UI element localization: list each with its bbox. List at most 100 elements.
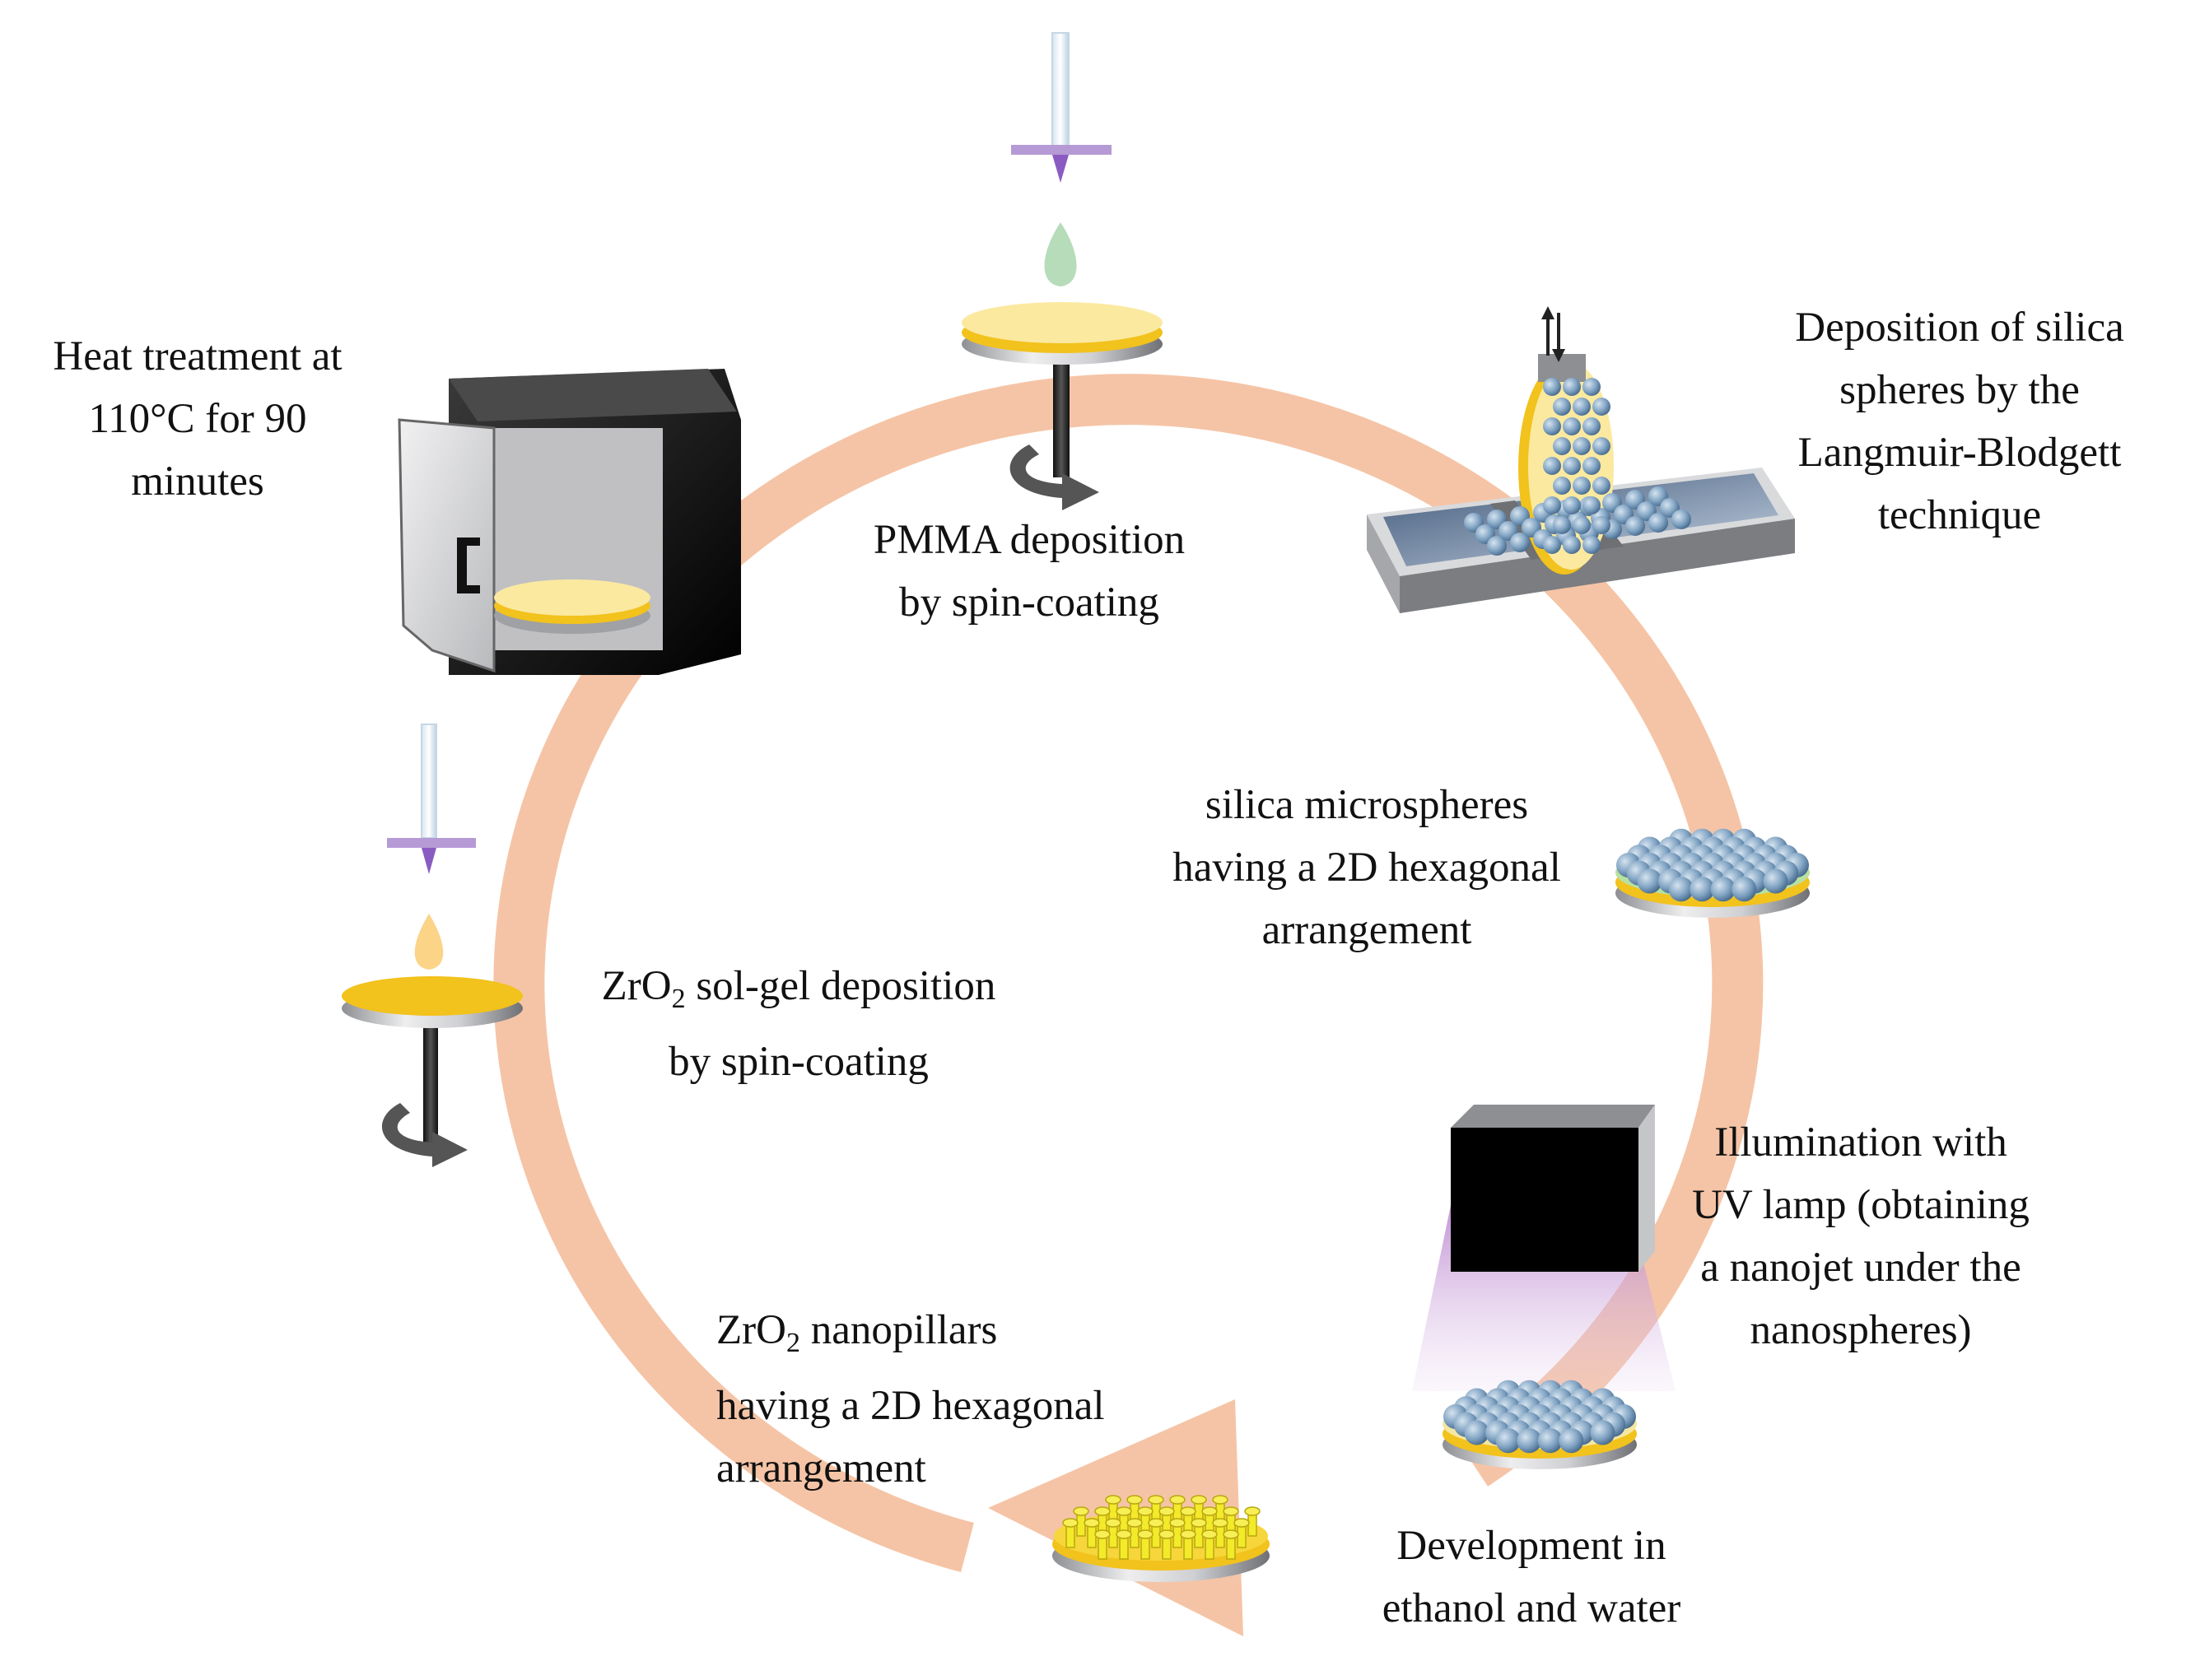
nanopillar-cap: [1105, 1518, 1121, 1528]
label-line: 110°C for 90: [88, 396, 307, 442]
label-line: Development in: [1396, 1523, 1666, 1569]
nanopillar-cap: [1094, 1506, 1111, 1516]
label-uv-illumination: Illumination with UV lamp (obtaining a n…: [1647, 1111, 2075, 1361]
silica-sphere: [1559, 1428, 1584, 1454]
nanopillar-cap: [1062, 1518, 1079, 1528]
label-line: by spin-coating: [899, 579, 1159, 626]
label-zro2-rest: sol-gel deposition: [685, 963, 996, 1009]
label-line: technique: [1877, 492, 2042, 538]
nanopillar-cap: [1148, 1518, 1164, 1528]
label-line: Illumination with: [1714, 1119, 2007, 1166]
label-zro2-subscript: 2: [671, 984, 686, 1014]
nanopillar-cap: [1191, 1518, 1207, 1528]
silica-sphere: [1690, 877, 1715, 902]
silica-sphere: [1543, 457, 1561, 475]
silica-sphere: [1648, 513, 1668, 533]
uv-wafer-spheres: [1443, 1380, 1636, 1454]
silica-sphere: [1592, 437, 1610, 455]
nanopillar-cap: [1105, 1495, 1121, 1505]
silica-sphere: [1543, 417, 1561, 435]
nanopillar-cap: [1137, 1529, 1154, 1539]
nanopillar-cap: [1169, 1518, 1186, 1528]
silica-sphere: [1563, 457, 1581, 475]
label-line: having a 2D hexagonal: [1172, 845, 1561, 891]
oven-icon: [398, 369, 741, 675]
silica-sphere: [1668, 877, 1694, 902]
silica-sphere: [1732, 877, 1757, 902]
label-line: a nanojet under the: [1700, 1245, 2021, 1291]
nanopillar-cap: [1233, 1518, 1250, 1528]
nanopillar-cap: [1084, 1518, 1100, 1528]
label-pmma: PMMA deposition by spin-coating: [823, 509, 1235, 634]
silica-sphere: [1582, 417, 1601, 435]
nanopillar-cap: [1073, 1506, 1089, 1516]
label-zro2-prefix: ZrO: [601, 963, 672, 1009]
label-line: arrangement: [716, 1445, 926, 1492]
silica-sphere: [1573, 398, 1591, 416]
label-line: arrangement: [1261, 907, 1472, 953]
nanopillar-cap: [1116, 1506, 1132, 1516]
silica-sphere: [1553, 398, 1571, 416]
silica-sphere: [1464, 1420, 1489, 1445]
silica-sphere: [1510, 533, 1530, 552]
zro2-spin-coater-icon: [342, 724, 523, 1167]
silica-sphere: [1592, 477, 1610, 495]
label-zro2-prefix: ZrO: [716, 1307, 786, 1353]
nanopillar-cap: [1223, 1506, 1239, 1516]
label-zro2-subscript: 2: [785, 1328, 800, 1358]
langmuir-blodgett-trough-icon: [1367, 306, 1795, 613]
silica-sphere: [1582, 536, 1601, 554]
silica-sphere: [1592, 398, 1610, 416]
nanopillar-cap: [1191, 1495, 1207, 1505]
label-line: minutes: [131, 458, 264, 505]
label-development: Development in ethanol and water: [1317, 1515, 1746, 1640]
label-line: Heat treatment at: [53, 333, 343, 379]
silica-sphere: [1582, 496, 1601, 514]
label-line: ethanol and water: [1382, 1585, 1681, 1631]
nanopillar-cap: [1169, 1495, 1186, 1505]
label-line: ZrO2 sol-gel deposition: [527, 955, 1070, 1031]
nanopillar-cap: [1148, 1495, 1164, 1505]
silica-sphere: [1537, 1428, 1563, 1454]
label-silica-microspheres: silica microspheres having a 2D hexagona…: [1112, 774, 1622, 961]
label-langmuir-blodgett: Deposition of silica spheres by the Lang…: [1737, 296, 2182, 547]
label-line: by spin-coating: [669, 1039, 929, 1085]
silica-sphere: [1625, 516, 1645, 536]
label-line: spheres by the: [1839, 367, 2080, 413]
nanopillar-cap: [1158, 1529, 1175, 1539]
silica-sphere: [1590, 1420, 1615, 1445]
nanopillar-wafer-icon: [1052, 1495, 1270, 1582]
nanopillar-cap: [1201, 1529, 1218, 1539]
label-line: having a 2D hexagonal: [716, 1383, 1105, 1429]
nanopillar-cap: [1201, 1506, 1218, 1516]
label-line: PMMA deposition: [873, 517, 1186, 563]
silica-sphere: [1563, 417, 1581, 435]
silica-sphere: [1671, 510, 1691, 529]
nanopillar-cap: [1116, 1529, 1132, 1539]
label-line: nanospheres): [1750, 1307, 1972, 1353]
nanopillar-cap: [1158, 1506, 1175, 1516]
silica-sphere: [1563, 496, 1581, 514]
nanopillar-cap: [1126, 1518, 1143, 1528]
wafer-spheres: [1616, 828, 1809, 902]
silica-sphere: [1637, 868, 1662, 894]
nanopillar-cap: [1094, 1529, 1111, 1539]
silica-sphere: [1582, 457, 1601, 475]
nanopillar-cap: [1180, 1529, 1196, 1539]
silica-sphere: [1710, 877, 1736, 902]
silica-sphere: [1563, 536, 1581, 554]
silica-sphere: [1592, 516, 1610, 534]
silica-sphere: [1517, 1428, 1542, 1454]
silica-sphere: [1573, 437, 1591, 455]
label-zro2-solgel: ZrO2 sol-gel deposition by spin-coating: [527, 955, 1070, 1093]
label-line: ZrO2 nanopillars: [716, 1299, 1210, 1375]
label-nanopillars-rest: nanopillars: [799, 1307, 998, 1353]
label-line: silica microspheres: [1205, 782, 1529, 828]
silica-microsphere-wafer-icon: [1615, 828, 1810, 918]
label-line: UV lamp (obtaining: [1692, 1182, 2030, 1228]
label-line: Langmuir-Blodgett: [1797, 430, 2122, 476]
silica-sphere: [1582, 378, 1601, 396]
uv-lamp-icon: [1412, 1105, 1676, 1469]
